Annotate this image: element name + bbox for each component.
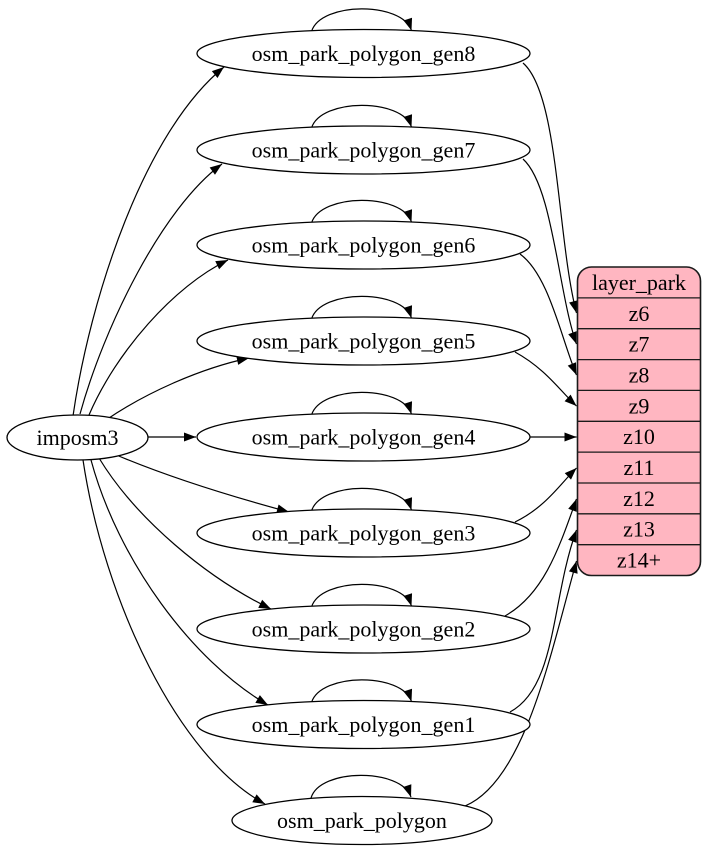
edge-imposm3-to-osm-park-polygon-gen6 [88, 259, 229, 416]
edge-imposm3-to-osm-park-polygon [82, 459, 266, 805]
self-loop-osm-park-polygon-gen8 [310, 8, 413, 32]
node-imposm3: imposm3 [6, 414, 149, 461]
node-osm-park-polygon-gen5: osm_park_polygon_gen5 [196, 316, 531, 366]
edges-from-imposm3 [72, 66, 290, 805]
self-loop-osm-park-polygon-gen5 [310, 295, 413, 320]
layer-park-row-z14: z14+ [617, 548, 661, 573]
layer-park-row-z11: z11 [624, 455, 655, 480]
node-osm-park-polygon-gen8: osm_park_polygon_gen8 [196, 28, 531, 79]
layer-park-row-z10: z10 [623, 424, 655, 449]
osm-park-polygon-gen5-label: osm_park_polygon_gen5 [252, 329, 476, 354]
self-loop-osm-park-polygon-gen2 [310, 583, 413, 608]
edge-imposm3-to-osm-park-polygon-gen1 [90, 459, 269, 706]
imposm3-label: imposm3 [37, 425, 119, 450]
edge-osm-park-polygon-gen3-to-z11 [514, 467, 577, 523]
osm-park-polygon-label: osm_park_polygon [277, 808, 447, 833]
osm-park-polygon-gen3-label: osm_park_polygon_gen3 [252, 521, 476, 546]
self-loops [310, 8, 413, 799]
osm-park-polygon-gen3-ellipse [196, 508, 531, 558]
edge-osm-park-polygon-gen6-to-z8 [519, 253, 578, 376]
self-loop-osm-park-polygon-gen6 [310, 199, 413, 224]
layer-park-table: layer_park z6 z7 z8 z9 z10 z11 z12 z13 z… [576, 266, 702, 577]
osm-park-polygon-gen6-label: osm_park_polygon_gen6 [252, 233, 476, 258]
edge-osm-park-polygon-gen8-to-z6 [522, 62, 578, 314]
edges-to-layer-park [464, 62, 578, 807]
edge-imposm3-to-osm-park-polygon-gen8 [72, 66, 225, 417]
edge-osm-park-polygon-gen5-to-z9 [514, 351, 577, 407]
layer-park-row-z13: z13 [623, 517, 655, 542]
edge-imposm3-to-osm-park-polygon-gen3 [113, 453, 290, 514]
osm-park-polygon-gen5-ellipse [196, 316, 531, 366]
self-loop-osm-park-polygon-gen1 [310, 679, 413, 703]
edge-imposm3-to-osm-park-polygon-gen7 [79, 163, 223, 415]
node-osm-park-polygon-gen1: osm_park_polygon_gen1 [196, 699, 531, 750]
osm-park-polygon-gen2-label: osm_park_polygon_gen2 [252, 617, 476, 642]
osm-park-polygon-gen4-ellipse [196, 412, 531, 462]
layer-park-header: layer_park [592, 270, 686, 295]
node-osm-park-polygon: osm_park_polygon [231, 795, 493, 846]
node-osm-park-polygon-gen4: osm_park_polygon_gen4 [196, 412, 531, 462]
imposm3-ellipse [6, 414, 149, 461]
edge-osm-park-polygon-gen7-to-z7 [522, 158, 578, 345]
self-loop-osm-park-polygon [310, 774, 412, 799]
node-osm-park-polygon-gen6: osm_park_polygon_gen6 [196, 220, 531, 270]
layer-park-row-z8: z8 [629, 363, 650, 388]
edge-osm-park-polygon-gen1-to-z13 [509, 529, 578, 713]
osm-park-polygon-gen8-label: osm_park_polygon_gen8 [252, 41, 476, 66]
osm-park-polygon-gen1-label: osm_park_polygon_gen1 [252, 712, 476, 737]
layer-park-row-z12: z12 [623, 486, 655, 511]
edge-imposm3-to-osm-park-polygon-gen5 [105, 356, 250, 421]
edge-osm-park-polygon-gen2-to-z12 [504, 498, 578, 617]
osm-park-polygon-gen1-ellipse [196, 699, 531, 750]
osm-park-polygon-gen7-ellipse [196, 125, 531, 175]
osm-park-polygon-gen8-ellipse [196, 28, 531, 79]
layer-park-row-z6: z6 [629, 301, 650, 326]
osm-park-polygon-gen4-label: osm_park_polygon_gen4 [252, 425, 476, 450]
self-loop-osm-park-polygon-gen4 [310, 391, 413, 416]
node-osm-park-polygon-gen2: osm_park_polygon_gen2 [196, 604, 531, 654]
edge-osm-park-polygon-to-z14 [464, 560, 578, 807]
self-loop-osm-park-polygon-gen3 [310, 487, 413, 512]
osm-park-polygon-gen7-label: osm_park_polygon_gen7 [252, 138, 476, 163]
edge-imposm3-to-osm-park-polygon-gen2 [98, 457, 272, 610]
osm-park-polygon-gen6-ellipse [196, 220, 531, 270]
layer-park-row-z7: z7 [629, 332, 650, 357]
self-loop-osm-park-polygon-gen7 [310, 104, 413, 129]
osm-park-polygon-ellipse [231, 795, 493, 846]
layer-park-row-z9: z9 [629, 394, 650, 419]
node-osm-park-polygon-gen3: osm_park_polygon_gen3 [196, 508, 531, 558]
osm-park-polygon-gen2-ellipse [196, 604, 531, 654]
node-osm-park-polygon-gen7: osm_park_polygon_gen7 [196, 125, 531, 175]
